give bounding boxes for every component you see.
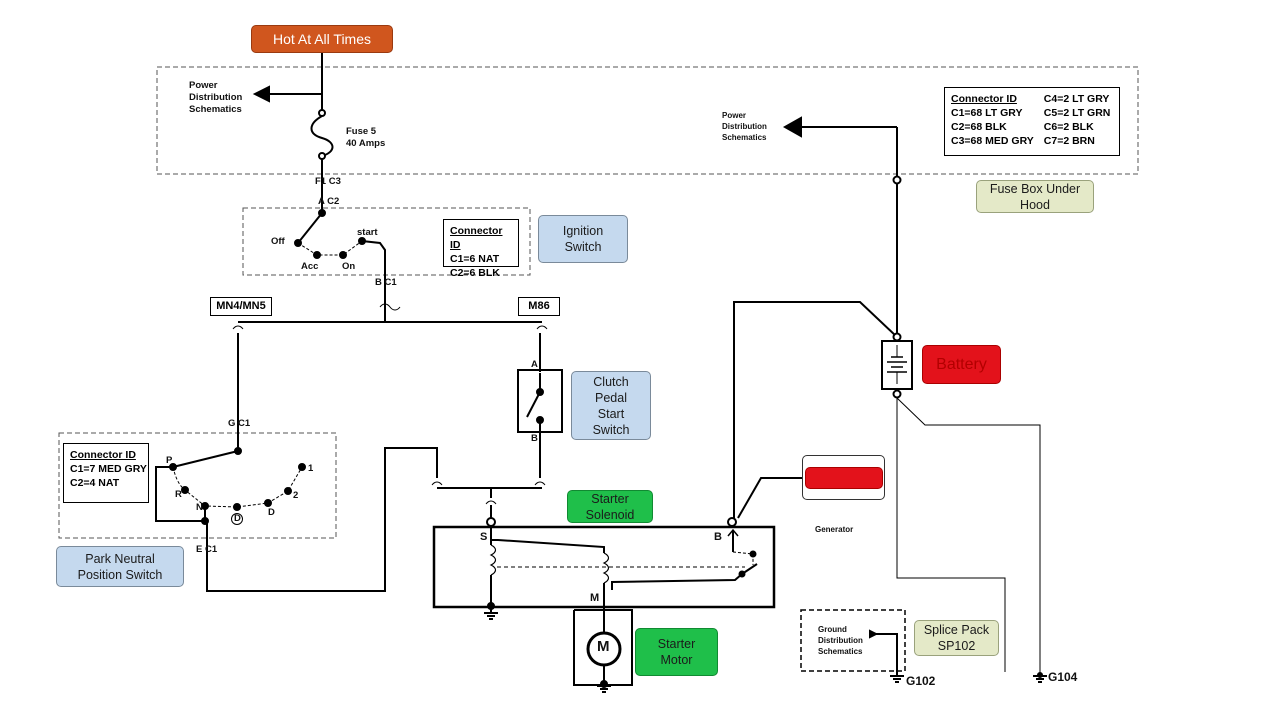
generator-label: Generator — [815, 525, 854, 534]
connector-title: Connector ID — [70, 449, 136, 461]
connector-line: C6=2 BLK — [1043, 121, 1094, 133]
solenoid-s-label: S — [480, 531, 488, 543]
generator-red-bar — [805, 467, 883, 489]
ground-distribution-label: Ground Distribution Schematics — [818, 625, 863, 656]
r-label: R — [175, 489, 182, 500]
starter-solenoid-callout: Starter Solenoid — [567, 490, 653, 523]
g102-label: G102 — [906, 674, 936, 688]
ec1-label: E C1 — [196, 544, 218, 555]
clutch-a-label: A — [531, 359, 538, 370]
connector-line: C2=68 BLK — [951, 121, 1007, 133]
connector-line: C4=2 LT GRY — [1043, 93, 1110, 105]
connector-line: C1=6 NAT — [450, 253, 500, 265]
gc1-label: G C1 — [228, 418, 251, 429]
fuse-box-callout: Fuse Box Under Hood — [976, 180, 1094, 213]
connector-line: C2=4 NAT — [70, 477, 120, 489]
clutch-switch-callout: Clutch Pedal Start Switch — [571, 371, 651, 440]
pnp-switch-region — [58, 432, 337, 539]
n-label: N — [196, 502, 203, 513]
ground-distribution-region — [800, 609, 906, 672]
mn4-tag: MN4/MN5 — [210, 297, 272, 316]
pds-right-label: Power Distribution Schematics — [722, 111, 767, 142]
connector-line: C5=2 LT GRN — [1043, 107, 1111, 119]
connector-title: Connector ID — [450, 225, 503, 251]
start-label: start — [357, 227, 378, 238]
pnp-connector-table: Connector ID C1=7 MED GRY C2=4 NAT — [63, 443, 149, 503]
ignition-switch-region — [242, 207, 531, 276]
gear-1-label: 1 — [308, 463, 314, 474]
fusebox-connector-table: Connector ID C1=68 LT GRY C2=68 BLK C3=6… — [944, 87, 1120, 156]
d-label: D — [268, 507, 275, 518]
off-label: Off — [271, 236, 285, 247]
connector-line: C3=68 MED GRY — [951, 135, 1034, 147]
f1c3-label: F1 C3 — [315, 176, 341, 187]
connector-line: C2=6 BLK — [450, 267, 500, 279]
starter-motor-callout: Starter Motor — [635, 628, 718, 676]
d-circle-label: D — [234, 513, 241, 524]
bc1-ignition-label: B C1 — [375, 277, 397, 288]
acc-label: Acc — [301, 261, 319, 272]
park-neutral-callout: Park Neutral Position Switch — [56, 546, 184, 587]
m86-tag: M86 — [518, 297, 560, 316]
gear-2-label: 2 — [293, 490, 299, 501]
ignition-switch-callout: Ignition Switch — [538, 215, 628, 263]
fuse-box-region — [156, 66, 1139, 175]
p-label: P — [166, 455, 173, 466]
fuse5-label: Fuse 5 40 Amps — [346, 126, 386, 149]
connector-line: C1=7 MED GRY — [70, 463, 147, 475]
splice-pack-callout: Splice Pack SP102 — [914, 620, 999, 656]
solenoid-b-label: B — [714, 531, 722, 543]
motor-m-label: M — [597, 638, 610, 655]
ignition-connector-table: Connector ID C1=6 NAT C2=6 BLK — [443, 219, 519, 279]
g104-label: G104 — [1048, 670, 1078, 684]
on-label: On — [342, 261, 356, 272]
connector-line: C1=68 LT GRY — [951, 107, 1023, 119]
connector-title: Connector ID — [951, 93, 1017, 105]
hot-at-all-times-callout: Hot At All Times — [251, 25, 393, 53]
solenoid-m-label: M — [590, 592, 600, 604]
pds-left-label: Power Distribution Schematics — [189, 80, 243, 115]
clutch-b-label: B — [531, 433, 538, 444]
connector-line: C7=2 BRN — [1043, 135, 1095, 147]
battery-callout: Battery — [922, 345, 1001, 384]
ac2-label: A C2 — [318, 196, 340, 207]
